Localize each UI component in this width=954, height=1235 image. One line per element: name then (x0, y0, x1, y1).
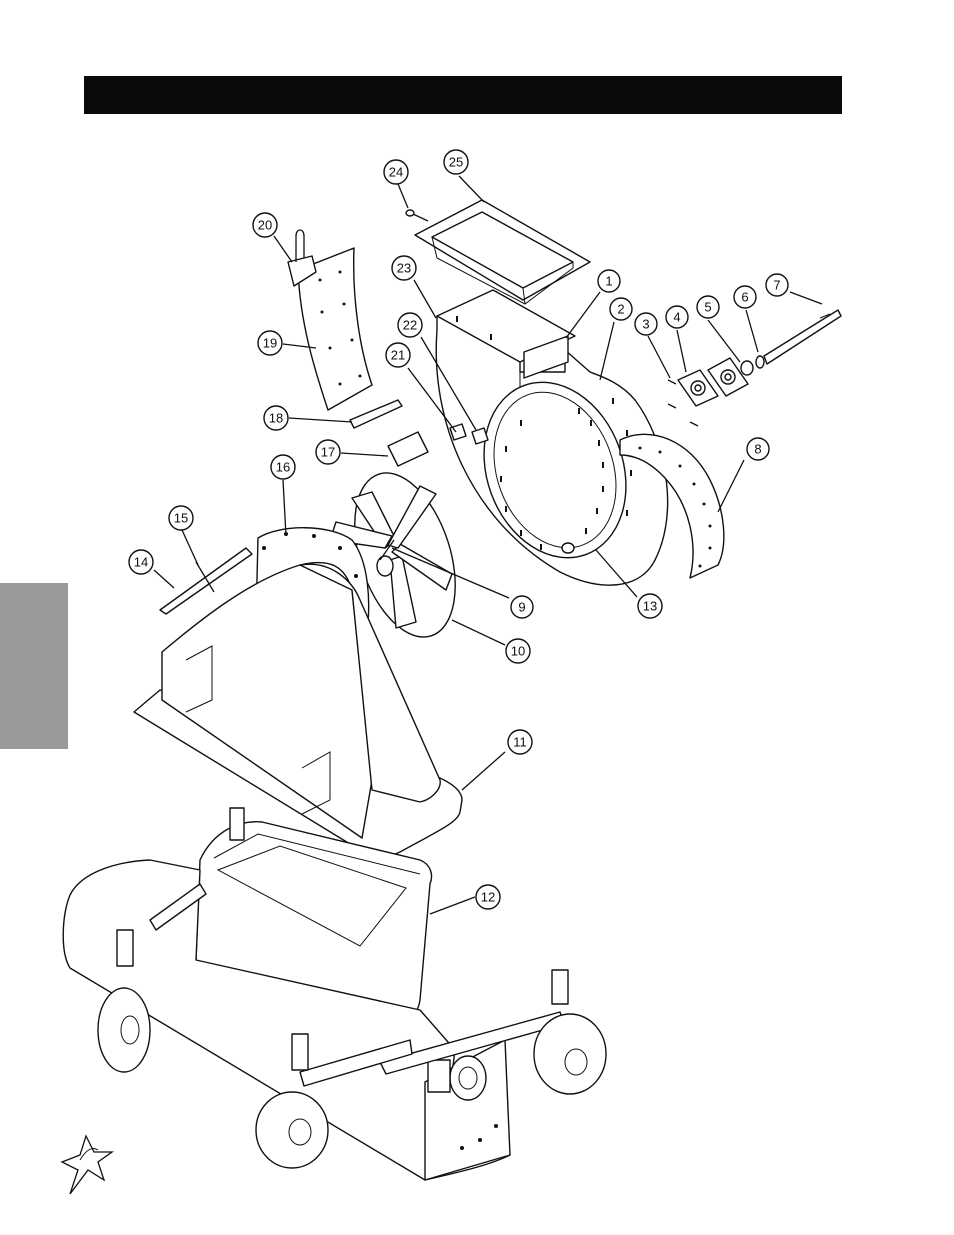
callout-24: 24 (383, 159, 409, 185)
part-19-deflector-plate (297, 247, 373, 411)
callout-2-label: 2 (617, 302, 624, 317)
callout-22: 22 (397, 312, 423, 338)
star-logo-icon (60, 1134, 115, 1195)
callout-25-label: 25 (449, 155, 463, 170)
callout-20-label: 20 (258, 218, 272, 233)
callout-20: 20 (252, 212, 278, 238)
callout-23-label: 23 (397, 261, 411, 276)
callout-19: 19 (257, 330, 283, 356)
callout-23: 23 (391, 255, 417, 281)
callout-8: 8 (746, 437, 770, 461)
callout-9: 9 (510, 595, 534, 619)
part-8-wear-liner (619, 433, 725, 579)
callout-11-label: 11 (513, 735, 527, 750)
callout-6-label: 6 (741, 290, 748, 305)
callout-7-label: 7 (773, 278, 780, 293)
callout-2: 2 (609, 297, 633, 321)
callout-11: 11 (507, 729, 533, 755)
header-bar (84, 76, 842, 114)
part-7-shaft (763, 309, 842, 365)
part-15-bolt (195, 561, 215, 593)
callout-12-label: 12 (481, 890, 495, 905)
part-14-blade (159, 547, 253, 615)
callout-24-label: 24 (389, 165, 403, 180)
part-4-bearing-flange (677, 369, 719, 407)
callout-22-label: 22 (403, 318, 417, 333)
callout-15: 15 (168, 505, 194, 531)
part-5-bearing-flange (707, 357, 754, 397)
part-25-chute-flange (414, 199, 591, 305)
callout-7: 7 (765, 273, 789, 297)
part-17-plate (387, 431, 429, 467)
callout-18: 18 (263, 405, 289, 431)
callout-17: 17 (315, 439, 341, 465)
part-11-intake-hood (133, 561, 463, 858)
section-side-tab (0, 583, 68, 749)
callout-21: 21 (385, 342, 411, 368)
callout-4: 4 (665, 305, 689, 329)
callout-21-label: 21 (391, 348, 405, 363)
callout-16: 16 (270, 454, 296, 480)
part-6-collar (755, 355, 765, 369)
callout-6: 6 (733, 285, 757, 309)
callout-9-label: 9 (518, 600, 525, 615)
callout-8-label: 8 (754, 442, 761, 457)
callout-1: 1 (597, 269, 621, 293)
callout-3: 3 (634, 312, 658, 336)
callout-15-label: 15 (174, 511, 188, 526)
caster-wheel-center-front (255, 1033, 329, 1169)
callout-18-label: 18 (269, 411, 283, 426)
callout-16-label: 16 (276, 460, 290, 475)
callout-13-label: 13 (643, 599, 657, 614)
callout-1-label: 1 (605, 274, 612, 289)
part-9-key (379, 539, 395, 561)
caster-wheel-left-front (97, 929, 151, 1073)
caster-wheel-right (533, 969, 607, 1095)
leader-lines (153, 175, 823, 915)
caster-arms (149, 807, 565, 1087)
callout-14: 14 (128, 549, 154, 575)
callout-5: 5 (696, 295, 720, 319)
callout-25: 25 (443, 149, 469, 175)
callout-19-label: 19 (263, 336, 277, 351)
callout-13: 13 (637, 593, 663, 619)
part-3-bolts (667, 379, 699, 427)
part-22-bracket (471, 427, 489, 445)
hydraulic-motor (427, 1055, 487, 1101)
callout-4-label: 4 (673, 310, 680, 325)
part-24-bolt (405, 209, 429, 222)
callout-12: 12 (475, 884, 501, 910)
part-18-angle-bracket (349, 399, 403, 429)
callout-17-label: 17 (321, 445, 335, 460)
part-21-clip (449, 423, 467, 441)
callout-14-label: 14 (134, 555, 148, 570)
part-2-blower-housing (435, 289, 669, 586)
callout-3-label: 3 (642, 317, 649, 332)
part-20-latch (287, 229, 317, 287)
part-10-impeller (329, 472, 456, 638)
callout-5-label: 5 (704, 300, 711, 315)
callout-10: 10 (505, 638, 531, 664)
callout-10-label: 10 (511, 644, 525, 659)
